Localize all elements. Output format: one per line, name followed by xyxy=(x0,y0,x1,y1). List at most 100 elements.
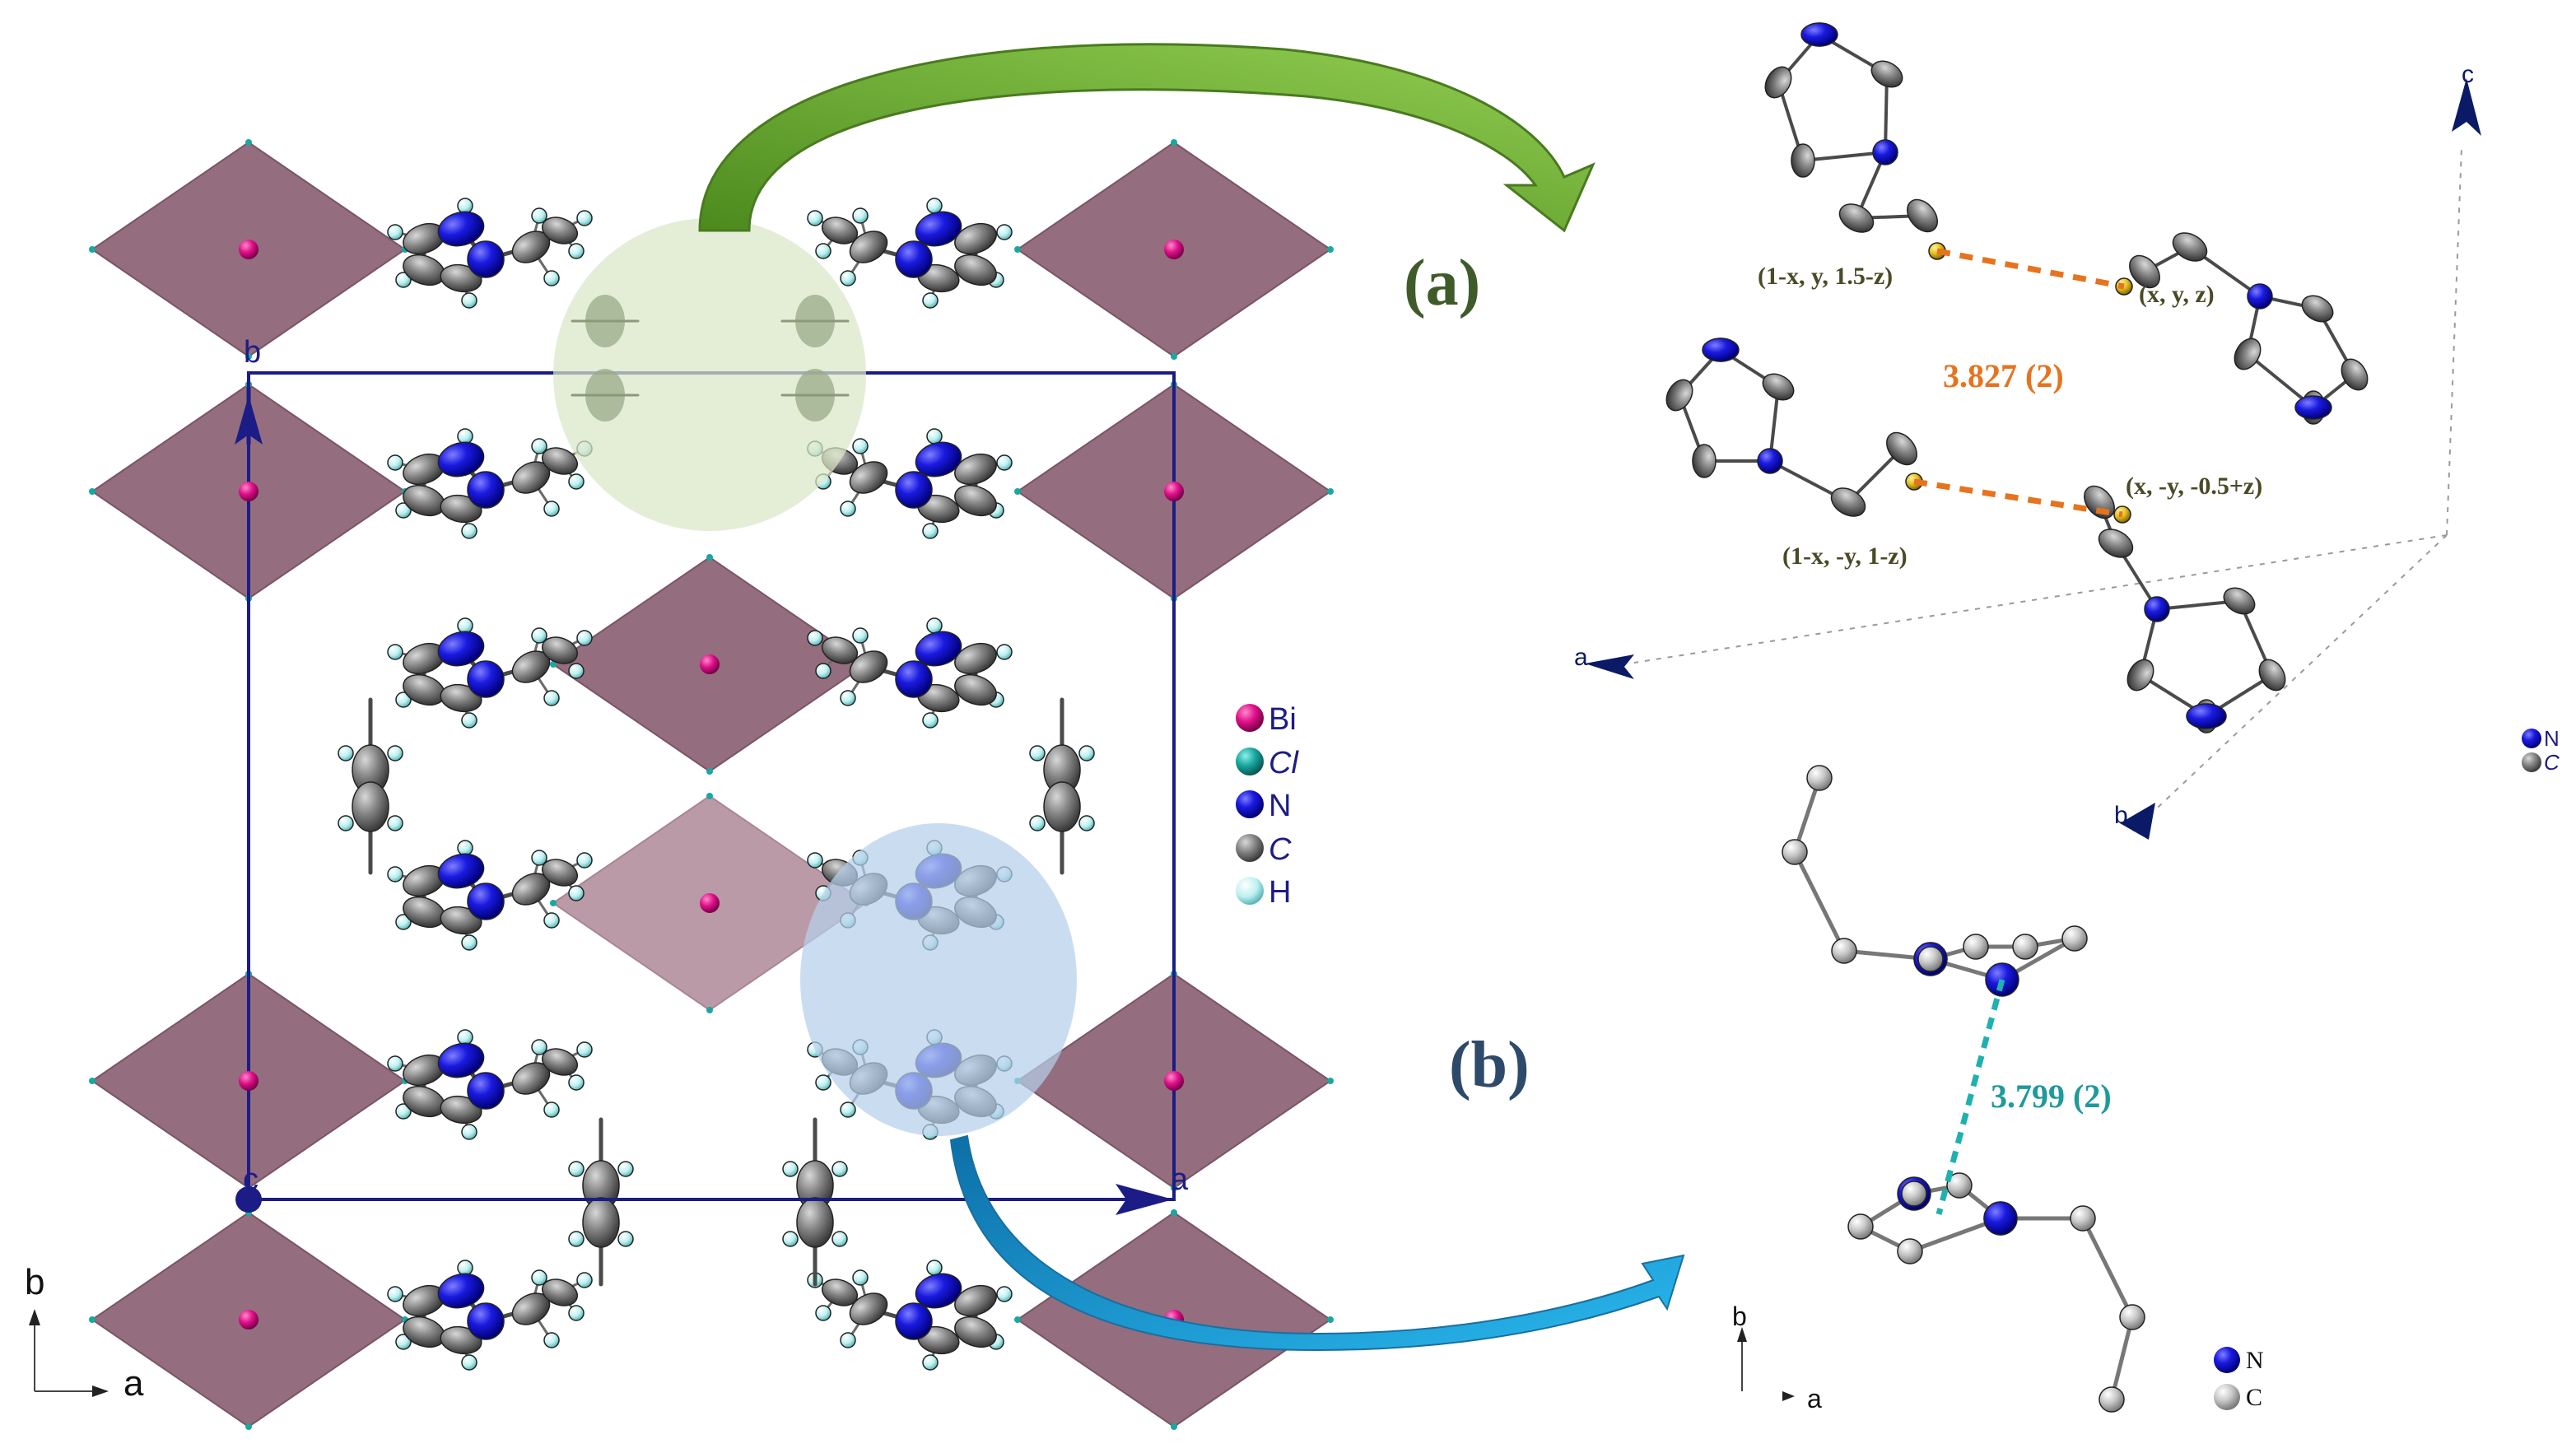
hydrogen-atom xyxy=(461,523,477,539)
inset-b-view-axes xyxy=(1737,1327,1795,1401)
hydrogen-atom xyxy=(387,866,403,883)
carbon-atom xyxy=(1907,198,1938,233)
hydrogen-atom xyxy=(568,1161,585,1177)
highlighted-molecules xyxy=(571,295,850,421)
nitrogen-atom xyxy=(915,1273,962,1309)
inset-b-legend-c-label: C xyxy=(2246,1384,2262,1411)
hydrogen-atom xyxy=(840,501,856,517)
hydrogen-atom xyxy=(782,1161,799,1177)
legend-h-swatch xyxy=(1236,877,1264,905)
hydrogen-atom xyxy=(807,630,823,646)
legend-n-label: N xyxy=(1269,789,1291,823)
hydrogen-atom xyxy=(1078,745,1095,761)
carbon-atom xyxy=(849,1292,888,1325)
hydrogen-atom xyxy=(840,1101,856,1118)
hydrogen-atom xyxy=(840,690,856,706)
inset-a-symop-1: (1-x, y, 1.5-z) xyxy=(1758,263,1893,290)
inset-a-distance: 3.827 (2) xyxy=(1943,357,2064,394)
nitrogen-atom xyxy=(1702,338,1740,362)
carbon-atom xyxy=(954,642,997,675)
inset-a-legend-c-label: C xyxy=(2544,750,2560,775)
hydrogen-atom xyxy=(531,438,547,454)
carbon-atom xyxy=(954,1316,997,1348)
hydrogen-atom xyxy=(543,270,560,286)
hydrogen-atom xyxy=(387,1286,403,1302)
bismuth-atom xyxy=(239,482,259,501)
legend-n-swatch xyxy=(1236,790,1264,818)
chlorine-atom xyxy=(89,1078,95,1084)
carbon-atom xyxy=(1886,431,1917,466)
hydrogen-atom xyxy=(922,1354,939,1371)
carbon-atom xyxy=(2301,295,2334,323)
carbon-atom xyxy=(440,906,482,935)
nitrogen-atom xyxy=(1872,139,1898,165)
hydrogen-atom xyxy=(531,850,547,866)
inset-b-molecules xyxy=(1782,765,2145,1413)
hydrogen-atom xyxy=(996,644,1013,660)
hydrogen-atom xyxy=(531,1269,547,1286)
carbon-atom xyxy=(796,1197,834,1248)
carbon-atom xyxy=(1692,444,1717,478)
hydrogen-atom xyxy=(461,934,477,951)
nitrogen-atom xyxy=(437,1042,485,1078)
element-legend: Bi Cl N C H xyxy=(1236,702,1299,910)
hydrogen-atom xyxy=(568,1074,585,1091)
carbon-atom xyxy=(2070,1205,2096,1232)
nitrogen-atom xyxy=(2294,395,2332,420)
bismuth-atom xyxy=(1164,1071,1184,1091)
legend-cl-label: Cl xyxy=(1269,746,1299,780)
inset-a-legend-n-label: N xyxy=(2544,726,2560,751)
chlorine-atom xyxy=(706,793,713,799)
hydrogen-atom xyxy=(840,270,856,286)
chlorine-atom xyxy=(89,1316,95,1323)
hydrogen-atom xyxy=(568,663,585,679)
legend-bi-label: Bi xyxy=(1269,702,1297,737)
cell-axis-a-arrow xyxy=(1116,1184,1173,1215)
nitrogen-atom xyxy=(467,883,505,920)
carbon-atom xyxy=(1782,839,1808,865)
carbon-atom xyxy=(1764,66,1792,99)
nitrogen-atom xyxy=(437,853,485,889)
carbon-atom xyxy=(541,1048,579,1076)
hydrogen-atom xyxy=(576,1272,593,1288)
legend-bi-swatch xyxy=(1236,704,1264,732)
carbon-atom xyxy=(1665,379,1693,412)
bismuth-atom xyxy=(700,654,720,674)
nitrogen-atom xyxy=(437,441,485,477)
chlorine-atom xyxy=(245,1423,252,1430)
hydrogen-atom xyxy=(996,454,1013,471)
carbon-atom xyxy=(2234,338,2262,370)
nitrogen-atom xyxy=(467,240,505,278)
inset-b-axis-b-label: b xyxy=(1732,1302,1747,1331)
inset-a-c-axis-arrow xyxy=(2452,78,2481,136)
nitrogen-atom xyxy=(2144,596,2170,622)
hydrogen-atom xyxy=(395,914,412,930)
carbon-atom xyxy=(1791,143,1815,178)
inset-a-c-label: c xyxy=(2462,61,2474,88)
hydrogen-atom xyxy=(576,1041,593,1058)
carbon-atom xyxy=(954,484,997,517)
chlorine-atom xyxy=(550,661,557,668)
carbon-atom xyxy=(1043,781,1081,832)
cell-axis-b-label: b xyxy=(244,335,261,370)
hydrogen-atom xyxy=(338,815,354,831)
chlorine-atom xyxy=(1171,353,1177,360)
chlorine-atom xyxy=(1327,488,1334,495)
chlorine-atom xyxy=(1327,1078,1334,1084)
nitrogen-atom xyxy=(1983,1201,2018,1236)
hydrogen-atom xyxy=(461,1124,477,1140)
inset-a-contact-upper xyxy=(1936,248,2125,290)
chlorine-atom xyxy=(1014,488,1021,495)
hydrogen-atom xyxy=(395,502,412,519)
inset-b-legend-n-swatch xyxy=(2214,1347,2240,1373)
legend-h-label: H xyxy=(1269,875,1291,910)
nitrogen-atom xyxy=(437,211,485,247)
bismuth-atom xyxy=(239,1071,259,1091)
cell-axis-c-label: c xyxy=(243,1162,259,1197)
bond xyxy=(1792,850,1847,953)
chlorine-atom xyxy=(1327,1316,1334,1323)
hydrogen-atom xyxy=(395,272,412,288)
bond xyxy=(1801,151,1887,162)
inset-b-axis-a-label: a xyxy=(1807,1384,1822,1413)
hydrogen-atom xyxy=(815,1074,831,1091)
